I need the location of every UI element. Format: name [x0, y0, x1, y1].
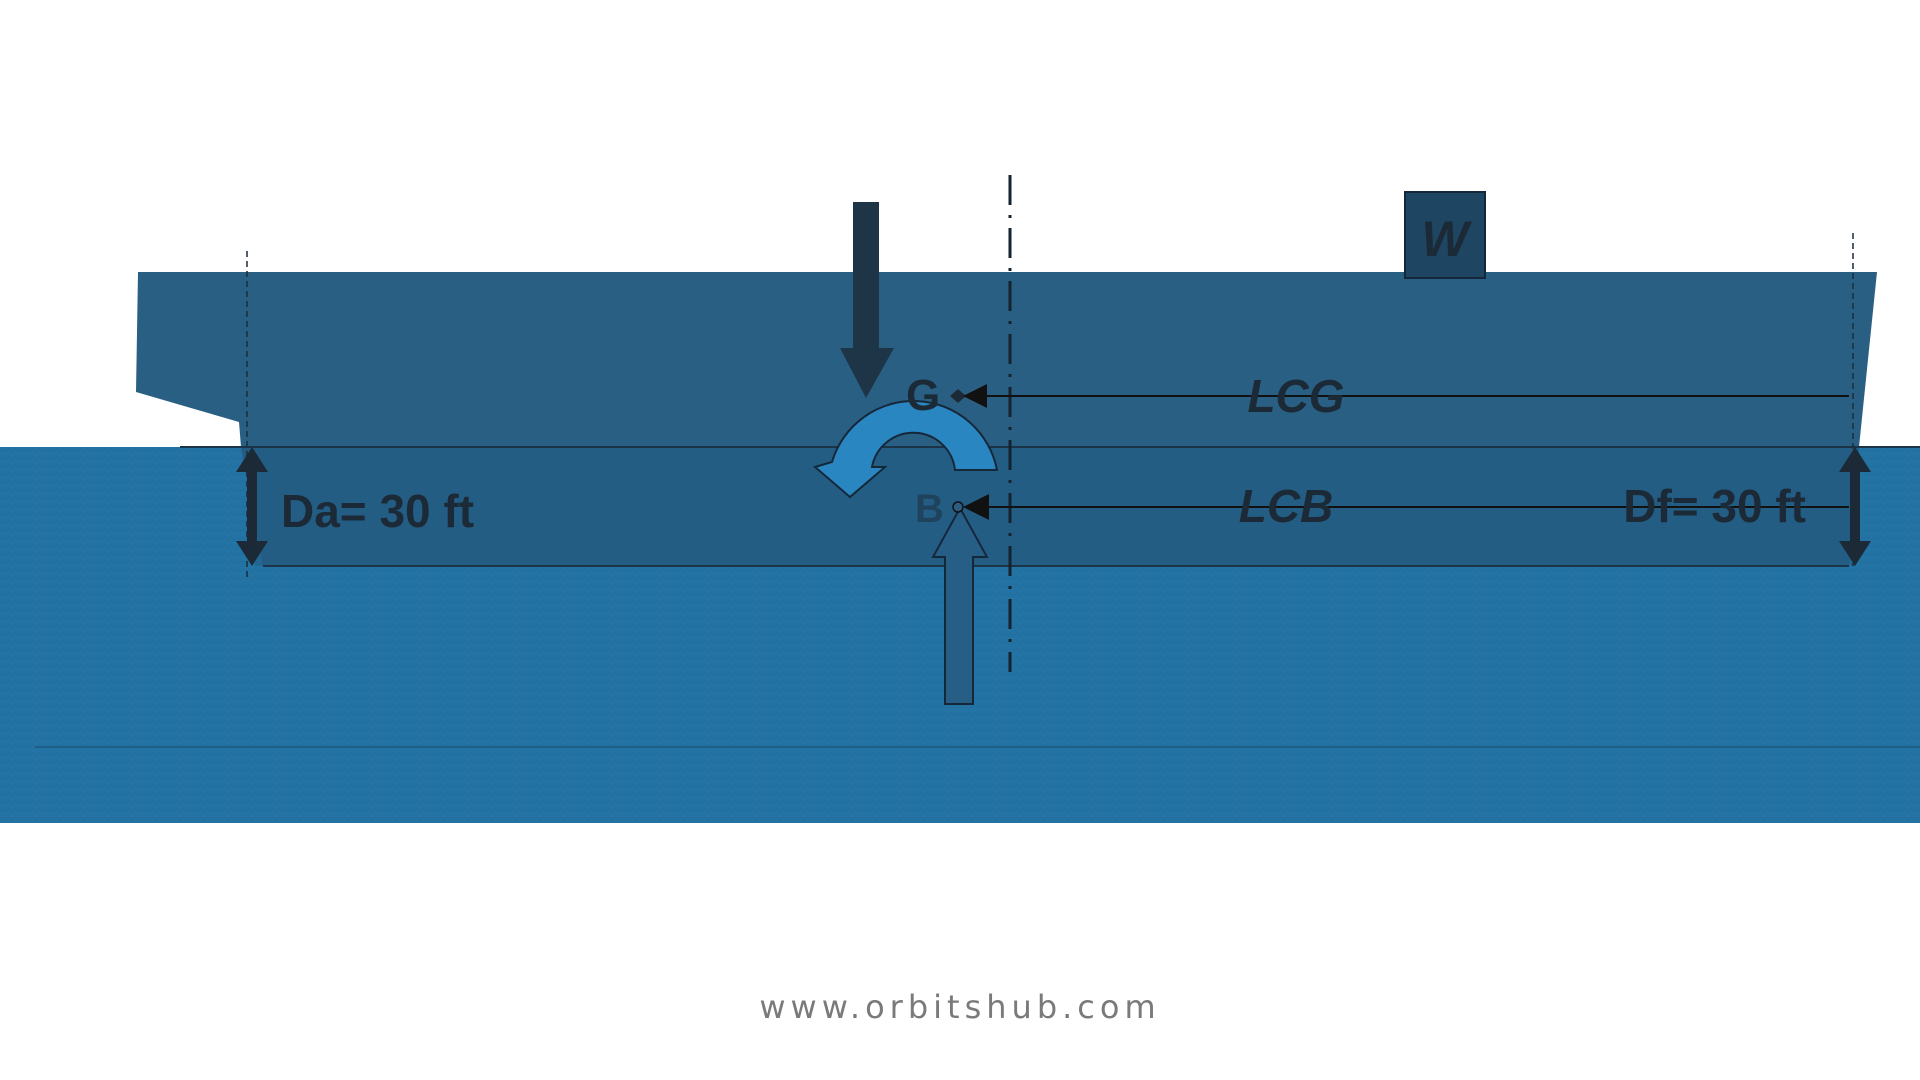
- lcb-arrowhead-icon: [963, 494, 989, 520]
- buoyancy-force-arrow: [931, 505, 989, 705]
- b-label: B: [915, 487, 944, 531]
- lcg-label: LCG: [1247, 370, 1344, 422]
- draft-forward-arrow: [1839, 447, 1871, 566]
- draft-aft-label: Da= 30 ft: [281, 485, 474, 537]
- website-url: www.orbitshub.com: [759, 988, 1161, 1026]
- b-marker-icon: [952, 501, 964, 513]
- draft-aft-arrow: [236, 447, 268, 566]
- g-label: G: [906, 371, 940, 420]
- lcg-arrowhead-icon: [963, 384, 987, 408]
- draft-forward-label: Df= 30 ft: [1623, 480, 1806, 532]
- weight-label: W: [1421, 211, 1472, 267]
- weight-force-arrow: [840, 202, 894, 398]
- trimming-moment-arrow: [812, 400, 999, 499]
- g-marker-icon: [950, 389, 966, 403]
- weight-box: [1404, 191, 1486, 279]
- lcb-label: LCB: [1239, 480, 1334, 532]
